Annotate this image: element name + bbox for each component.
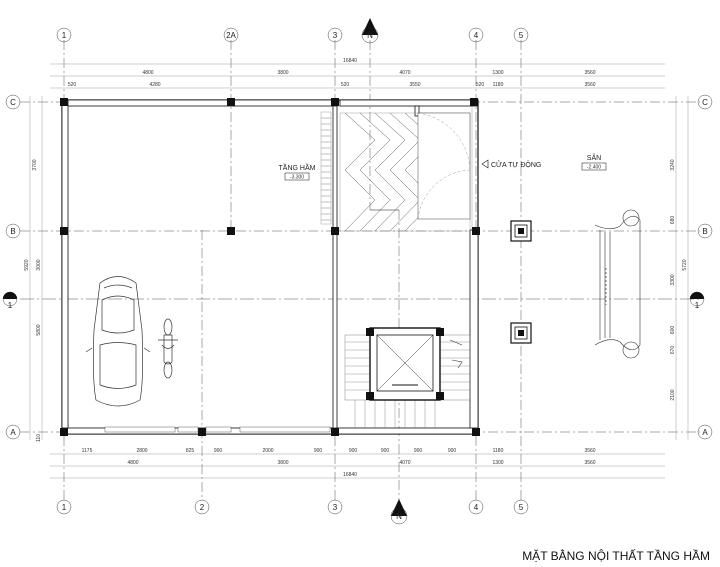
dimensions-left: 3700 5920 3000 5800 110 [24,96,43,442]
dim-left-e: 110 [36,434,42,442]
dim-top-1-d: 1300 [492,70,503,76]
dim-bottom-1-k: 1180 [493,448,504,454]
dim-top-2-g: 3560 [584,82,595,88]
dim-bottom-2-d: 1300 [492,460,503,466]
grid-bubbles-bottom: 1 2 3 4 5 [56,499,529,515]
dim-bottom-1-f: 900 [314,448,323,454]
vent-grille [320,111,332,225]
section-mark-left-label: 1 [8,301,13,310]
dim-bottom-1-d: 900 [214,448,223,454]
columns [60,98,480,436]
dim-bottom-1-j: 900 [448,448,457,454]
car-icon [85,276,151,407]
bubble-bottom-1: 1 [62,503,67,512]
bubble-bottom-5: 5 [519,503,524,512]
bubble-bottom-4: 4 [474,503,479,512]
section-mark-right-label: 1 [695,301,700,310]
yard-label-group: SÂN -2.400 [581,153,607,171]
bubble-left-a: A [10,428,16,437]
dim-top-2-b: 4280 [149,82,160,88]
dim-top-2-e: 520 [476,82,485,88]
dim-bottom-2-b: 3800 [277,460,288,466]
dim-top-1-c: 4070 [399,70,410,76]
north-mark-bottom-label: N [396,512,402,521]
dim-top-1-b: 3800 [277,70,288,76]
grid-bubbles-top: 1 2A 3 4 5 [56,27,529,43]
dim-bottom-1-a: 1175 [82,448,93,454]
dim-left-c: 3000 [36,259,42,270]
dim-top-1-e: 3560 [584,70,595,76]
automatic-door [370,112,471,220]
bubble-bottom-3: 3 [333,503,338,512]
dim-right-f: 2100 [670,389,676,400]
bubble-top-3: 3 [333,31,338,40]
dim-bottom-1-e: 2000 [262,448,273,454]
dimensions-bottom: 1175 2800 825 900 2000 900 900 900 900 9… [50,448,665,479]
dim-bottom-1-g: 900 [349,448,358,454]
dim-right-d: 600 [670,326,676,335]
bubble-top-2a: 2A [226,31,236,40]
yard-name: SÂN [587,153,601,162]
dim-bottom-1-c: 825 [186,448,195,454]
grid-axes-horizontal [20,101,700,433]
bubble-top-5: 5 [519,31,524,40]
dim-right-g: 5720 [682,259,688,270]
yard-level: -2.400 [587,165,601,171]
section-mark-left: 1 [2,291,18,310]
stair-core [344,327,471,428]
motorbike-icon [158,318,178,379]
dim-top-2-f: 1180 [493,82,504,88]
dim-bottom-1-h: 900 [381,448,390,454]
bottom-wall-openings [104,426,331,433]
dim-bottom-2-c: 4070 [399,460,410,466]
bubble-right-c: C [702,98,708,107]
basement-name: TẦNG HẦM [279,162,316,172]
dim-left-b: 5920 [24,259,30,270]
dim-right-b: 680 [670,216,676,225]
drawing-title: MẶT BẰNG NỘI THẤT TẦNG HẦM [522,548,710,563]
yard-pillars [510,220,532,344]
bubble-top-4: 4 [474,31,479,40]
bubble-left-b: B [10,227,15,236]
bubble-left-c: C [10,98,16,107]
north-mark-top-label: N [367,31,373,40]
outdoor-steps [594,209,641,359]
north-arrow-top-icon: N [361,18,379,44]
dim-bottom-1-b: 2800 [136,448,147,454]
dim-right-a: 3240 [670,159,676,170]
dim-top-2-c: 520 [341,82,350,88]
dim-bottom-2-a: 4800 [127,460,138,466]
door-label: CỬA TỰ ĐỘNG [491,160,541,169]
dimensions-right: 3240 680 3300 600 670 2100 5720 [670,96,689,440]
dim-top-2-d: 3550 [409,82,420,88]
dim-top-1-a: 4800 [142,70,153,76]
bubble-right-b: B [702,227,707,236]
dim-left-a: 3700 [32,159,38,170]
bubble-top-1: 1 [62,31,67,40]
dim-bottom-2-e: 3560 [584,460,595,466]
grid-bubbles-rows: C B A C B A [5,94,713,440]
bubble-right-a: A [702,428,708,437]
north-arrow-bottom-icon: N [390,499,408,525]
basement-level: -3.300 [290,175,304,181]
basement-label-group: TẦNG HẦM -3.300 [279,162,316,181]
dimensions-top: 16840 4800 3800 4070 1300 3560 520 4280 … [50,58,665,89]
dim-top-2-a: 520 [68,82,77,88]
dim-bottom-1-i: 900 [414,448,423,454]
bubble-bottom-2: 2 [200,503,205,512]
dim-left-d: 5800 [36,324,42,335]
dim-top-overall: 16840 [343,58,357,64]
dim-bottom-overall: 16840 [343,472,357,478]
section-mark-right: 1 [689,291,705,310]
door-pointer-icon [481,159,489,169]
dim-right-e: 670 [670,346,676,355]
dim-bottom-1-l: 3560 [584,448,595,454]
door-label-group: CỬA TỰ ĐỘNG [481,159,541,169]
dim-right-c: 3300 [670,274,676,285]
